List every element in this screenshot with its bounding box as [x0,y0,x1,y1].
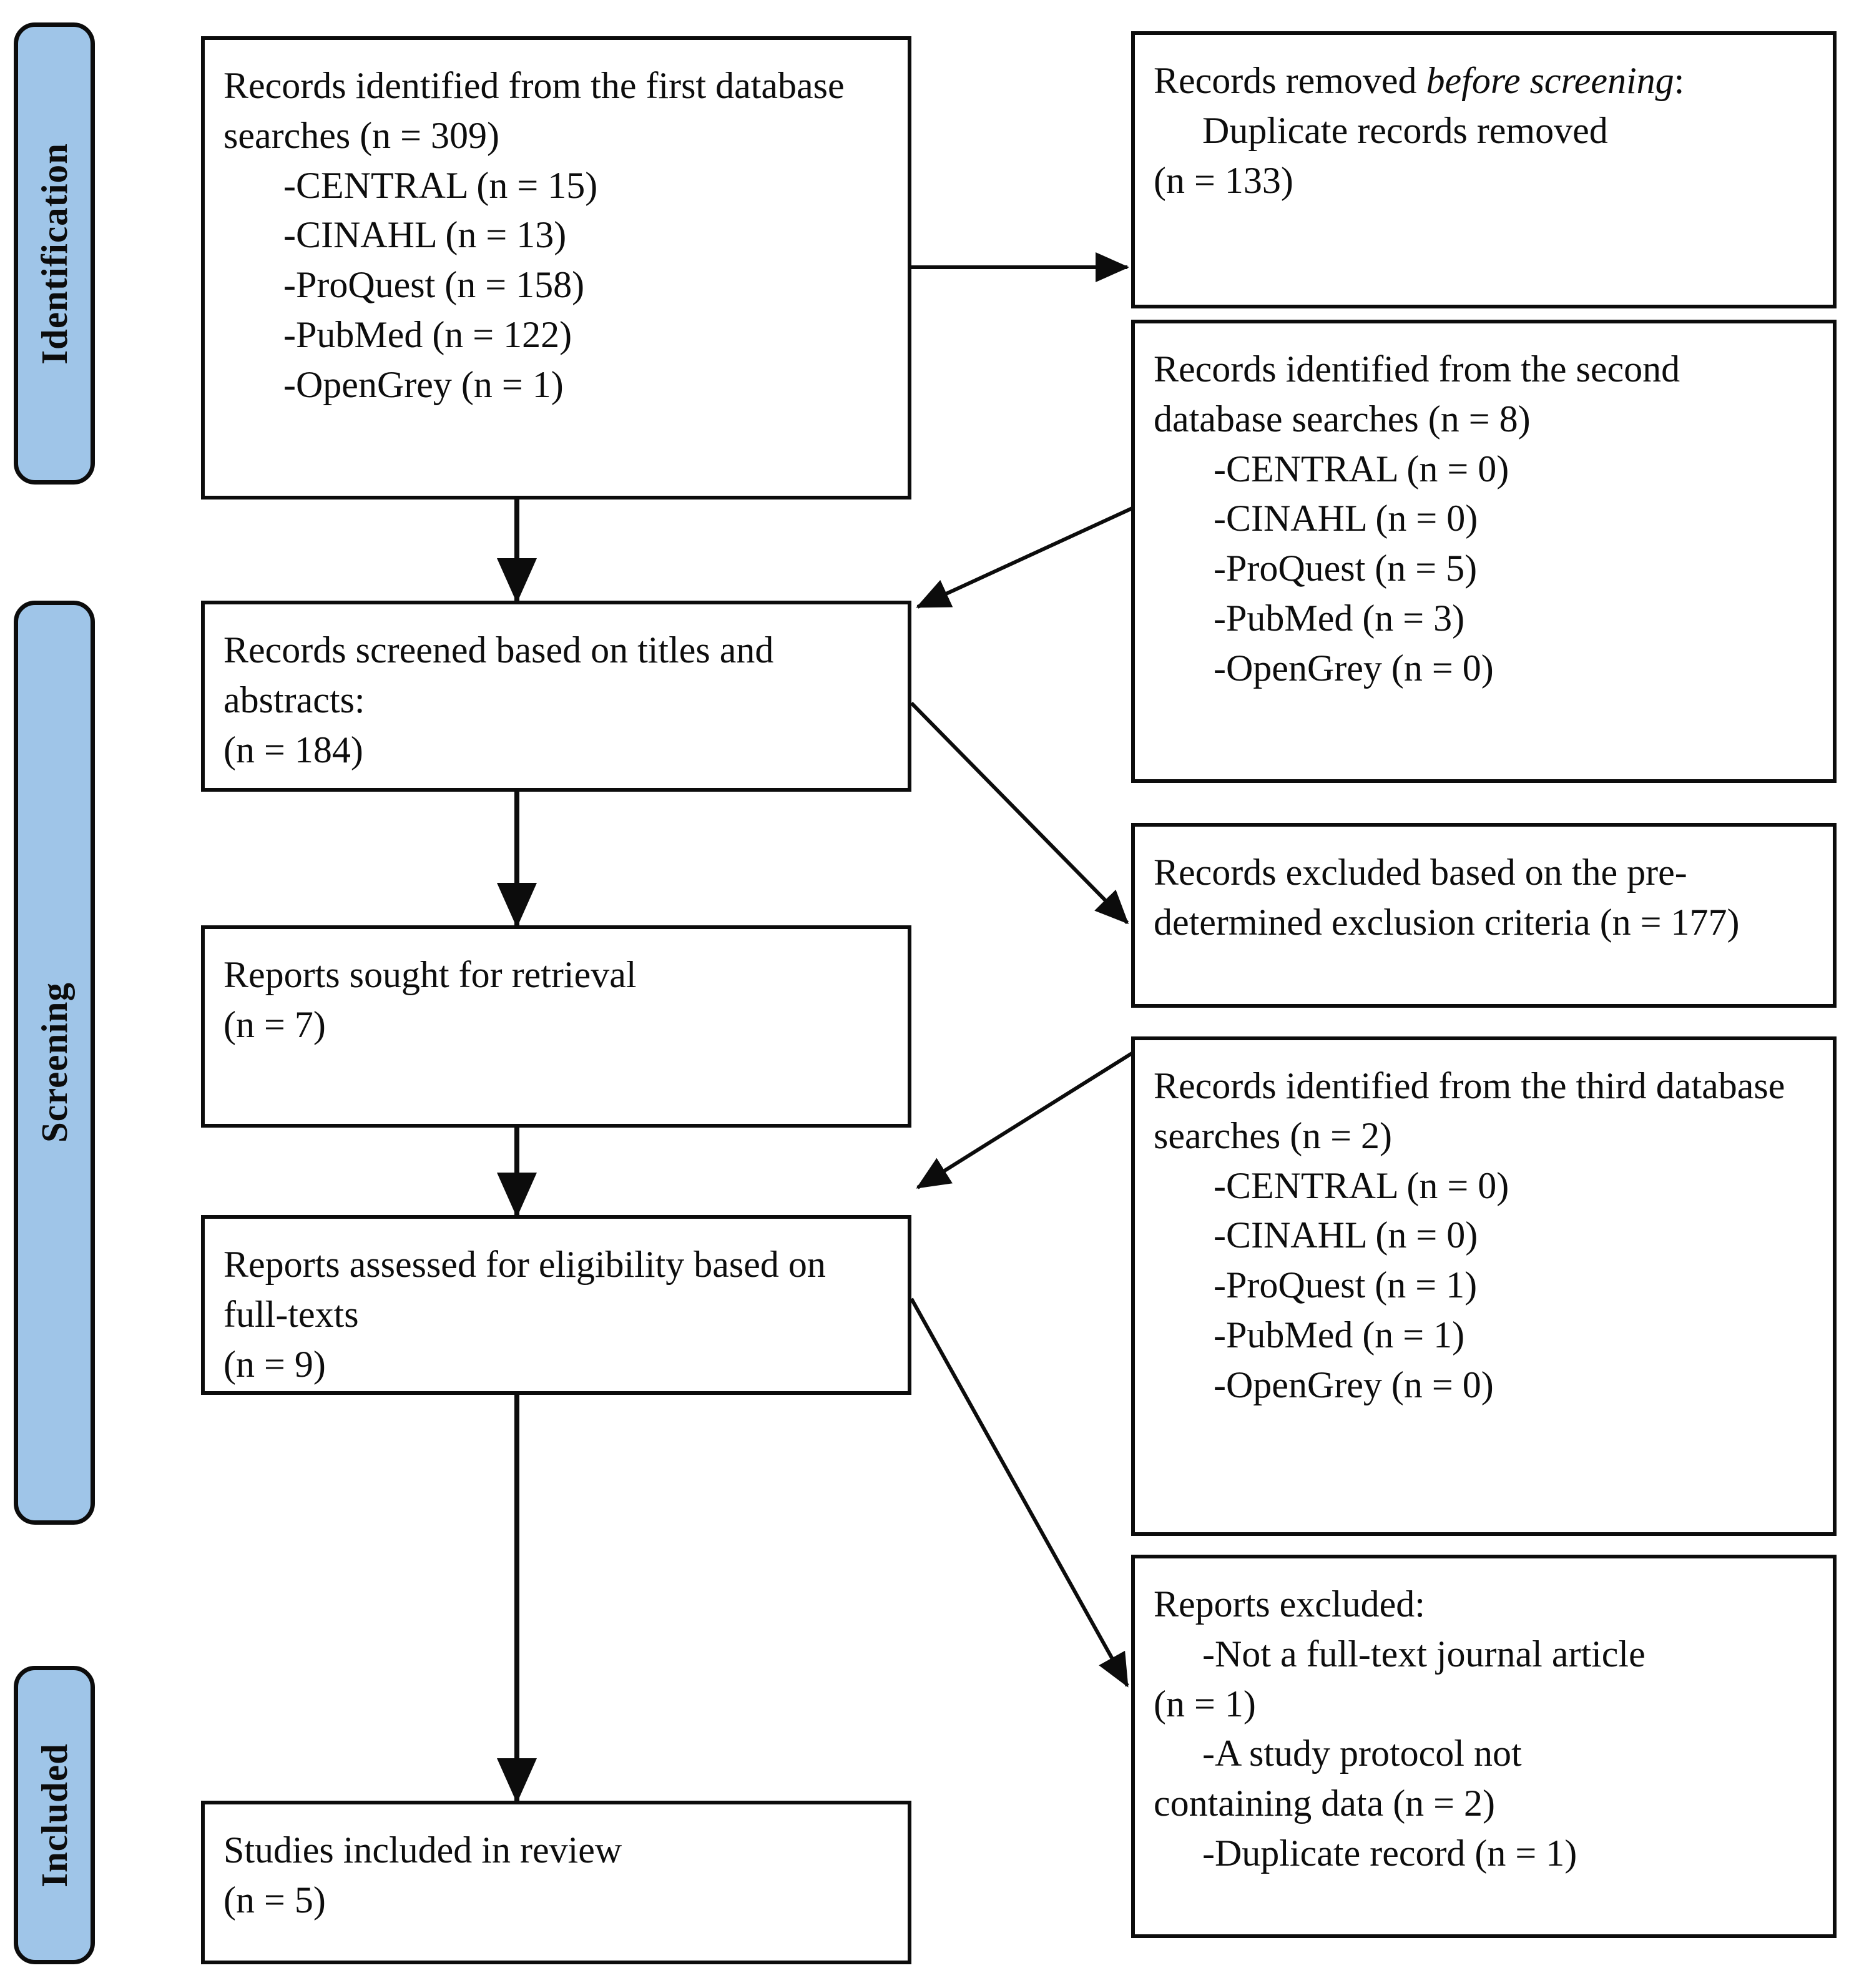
removed-heading-tail: : [1674,60,1685,101]
first-search-item-pubmed: -PubMed (n = 122) [283,313,572,355]
reports-excluded-item-study-protocol: -A study protocol not [1202,1733,1522,1774]
second-search-heading: Records identified from the second datab… [1154,348,1690,440]
first-search-item-central: -CENTRAL (n = 15) [283,164,598,206]
third-search-item-cinahl: -CINAHL (n = 0) [1214,1214,1478,1256]
phase-label-screening: Screening [33,982,75,1143]
first-search-item-opengrey: -OpenGrey (n = 1) [283,363,564,405]
reports-excluded-item-not-full-text-count: (n = 1) [1154,1683,1256,1725]
arrow-assessed-to-excluded [910,1297,1129,1688]
arrow-screened-to-excluded [910,701,1129,925]
reports-assessed-heading: Reports assessed for eligibility based o… [223,1244,835,1335]
removed-duplicate-count: (n = 133) [1154,159,1293,201]
reports-excluded-item-not-full-text: -Not a full-text journal article [1202,1633,1646,1675]
first-search-item-proquest: -ProQuest (n = 158) [283,264,585,306]
box-third-database-searches: Records identified from the third databa… [1131,1036,1837,1536]
reports-excluded-item-study-protocol-cont: containing data (n = 2) [1154,1783,1496,1824]
arrow-third-to-assessed [916,1050,1136,1189]
third-search-item-opengrey: -OpenGrey (n = 0) [1214,1364,1494,1405]
third-search-item-central: -CENTRAL (n = 0) [1214,1164,1509,1206]
first-search-heading: Records identified from the first databa… [223,65,854,156]
records-excluded-heading: Records excluded based on the pre-determ… [1154,852,1740,943]
removed-heading: Records removed before screening: [1154,56,1817,106]
box-records-excluded: Records excluded based on the pre-determ… [1131,823,1837,1008]
second-search-item-pubmed: -PubMed (n = 3) [1214,597,1465,639]
studies-included-count: (n = 5) [223,1879,326,1921]
reports-assessed-count: (n = 9) [223,1343,326,1385]
phase-tab-identification: Identification [14,22,95,485]
box-second-database-searches: Records identified from the second datab… [1131,320,1837,783]
phase-label-included: Included [33,1743,75,1887]
arrow-second-to-screened [916,505,1136,609]
third-search-item-pubmed: -PubMed (n = 1) [1214,1314,1465,1356]
removed-heading-plain: Records removed [1154,60,1426,101]
phase-tab-included: Included [14,1666,95,1964]
reports-excluded-heading: Reports excluded: [1154,1583,1425,1625]
removed-duplicate-item: Duplicate records removed [1202,109,1608,151]
second-search-item-opengrey: -OpenGrey (n = 0) [1214,647,1494,689]
box-reports-sought-for-retrieval: Reports sought for retrieval (n = 7) [201,925,911,1128]
removed-heading-italic: before screening [1426,60,1674,101]
box-reports-assessed-for-eligibility: Reports assessed for eligibility based o… [201,1215,911,1395]
second-search-item-cinahl: -CINAHL (n = 0) [1214,498,1478,539]
second-search-item-central: -CENTRAL (n = 0) [1214,448,1509,490]
records-screened-count: (n = 184) [223,729,363,770]
phase-tab-screening: Screening [14,601,95,1525]
third-search-item-proquest: -ProQuest (n = 1) [1214,1264,1478,1306]
first-search-item-cinahl: -CINAHL (n = 13) [283,214,567,256]
records-screened-heading: Records screened based on titles and abs… [223,629,783,721]
box-first-database-searches: Records identified from the first databa… [201,36,911,499]
reports-sought-heading: Reports sought for retrieval [223,954,637,995]
box-records-removed-before-screening: Records removed before screening: Duplic… [1131,31,1837,308]
reports-excluded-item-duplicate-record: -Duplicate record (n = 1) [1202,1832,1577,1874]
second-search-item-proquest: -ProQuest (n = 5) [1214,548,1478,589]
studies-included-heading: Studies included in review [223,1829,622,1871]
phase-label-identification: Identification [33,142,75,365]
box-studies-included-in-review: Studies included in review (n = 5) [201,1801,911,1964]
box-reports-excluded: Reports excluded: -Not a full-text journ… [1131,1555,1837,1938]
reports-sought-count: (n = 7) [223,1003,326,1045]
third-search-heading: Records identified from the third databa… [1154,1065,1795,1156]
box-records-screened: Records screened based on titles and abs… [201,601,911,792]
